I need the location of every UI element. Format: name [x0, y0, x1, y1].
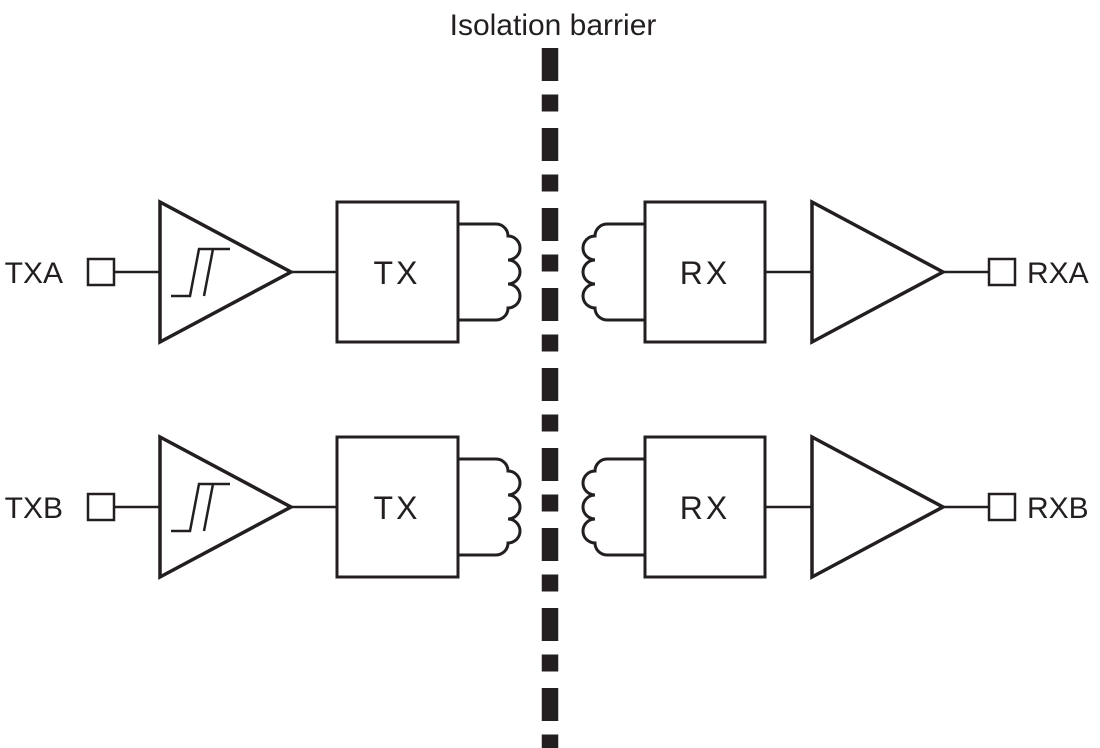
channel-b-output-amp-triangle: [810, 434, 947, 580]
channel-a-input-label: TXA: [5, 257, 63, 290]
channel-b-schmitt-buffer-triangle: [158, 434, 295, 580]
channel-b-tx-coil-icon: [458, 457, 522, 557]
channel-b-input-label: TXB: [5, 492, 63, 525]
channel-a-rx-block-label: RX: [680, 255, 730, 291]
channel-b-rx-coil-icon: [581, 457, 645, 557]
channel-a-schmitt-buffer-triangle: [158, 199, 295, 345]
channel-a-input-pin: [86, 257, 116, 287]
channel-b-rx-block-label: RX: [680, 490, 730, 526]
channel-a-tx-block-label: TX: [374, 255, 421, 291]
channel-b-hysteresis-icon: [171, 482, 230, 533]
channel-b-input-pin: [86, 492, 116, 522]
channel-a-hysteresis-icon: [171, 247, 230, 298]
channel-a-tx-block: [335, 200, 460, 344]
channel-a-rx-coil-icon: [581, 222, 645, 322]
channel-b-tx-block: [335, 435, 460, 579]
channel-a-output-label: RXA: [1027, 257, 1089, 290]
channel-b-output-pin: [987, 492, 1017, 522]
channel-a-output-amp-triangle: [810, 199, 947, 345]
channel-b-tx-block-label: TX: [374, 490, 421, 526]
channel-a-tx-coil-icon: [458, 222, 522, 322]
channel-a-output-pin: [987, 257, 1017, 287]
channel-b-output-label: RXB: [1027, 492, 1089, 525]
channel-a-row: TXA TX RX RXA: [5, 199, 1089, 345]
channel-b-row: TXB TX RX RXB: [5, 434, 1089, 580]
isolation-barrier-title: Isolation barrier: [450, 9, 657, 42]
